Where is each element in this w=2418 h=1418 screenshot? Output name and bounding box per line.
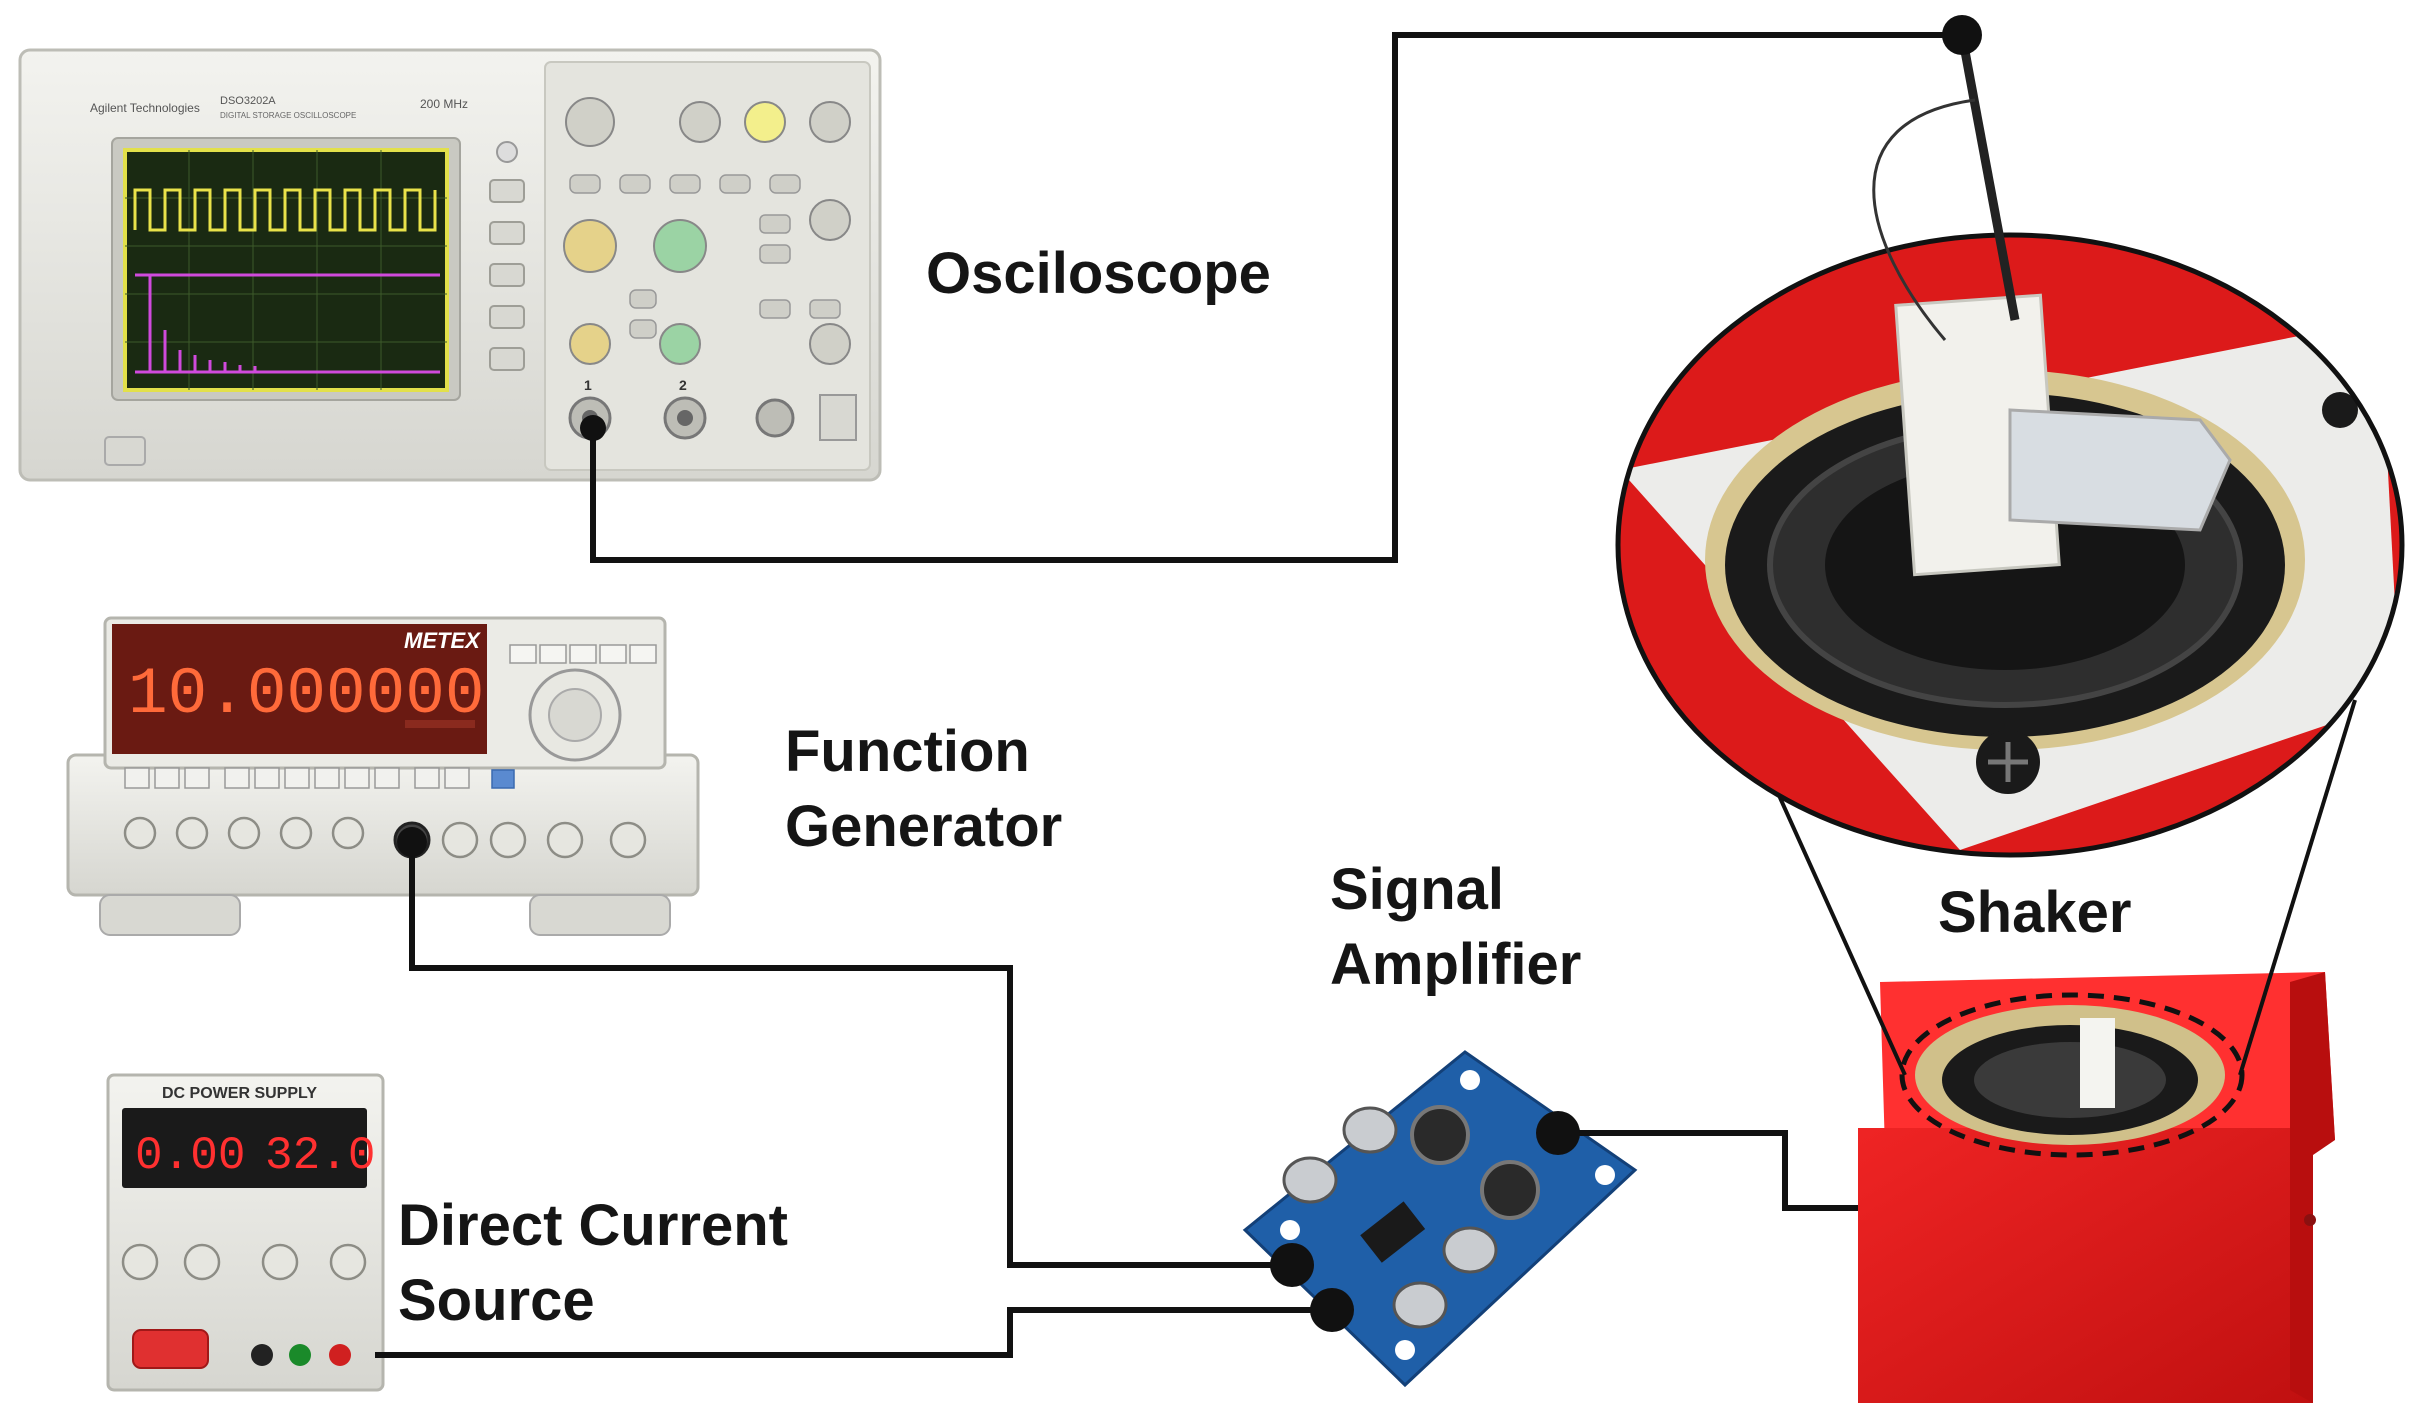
node-oscilloscope [580,415,606,441]
signal-amplifier [1242,1050,1638,1388]
function-generator-keys [124,767,470,789]
sensor-probe [1957,34,2020,321]
node-amplifier-output [1536,1111,1580,1155]
dc-power-supply: DC POWER SUPPLY 0.00 32.0 [106,1073,385,1392]
function-generator-reading: 10.000000 [128,657,484,732]
label-shaker-text: Shaker [1938,880,2132,945]
dc-supply-power-button [132,1329,209,1369]
function-generator-top-keys [509,644,657,664]
label-shaker: Shaker [1938,875,2131,950]
label-dc-source-line1: Direct Current [398,1193,788,1258]
wire-generator-to-amplifier [409,840,1292,1268]
oscilloscope-square-wave [133,188,437,232]
oscilloscope-grid [125,150,447,390]
function-generator: 10.000000 METEX [66,616,700,936]
oscilloscope-model: DSO3202A [220,95,276,107]
oscilloscope-subtitle: DIGITAL STORAGE OSCILLOSCOPE [220,111,356,120]
label-oscilloscope: Osciloscope [926,236,1271,311]
dc-supply-current: 0.00 [135,1130,245,1182]
dc-supply-display [122,1108,367,1188]
label-dc-source-line2: Source [398,1268,595,1334]
function-generator-display [112,624,487,754]
shaker [1858,972,2335,1403]
sensor-lead-wires [1872,98,1976,341]
oscilloscope: Agilent Technologies DSO3202A DIGITAL ST… [18,48,882,482]
oscilloscope-screen [123,148,449,392]
amplifier-capacitors [1282,1106,1498,1329]
zoom-connector-right [2238,699,2357,1076]
label-function-generator: Function Generator [785,714,1062,865]
amplifier-inductors [1410,1105,1540,1220]
oscilloscope-small-buttons [569,174,841,339]
label-function-generator-line2: Generator [785,794,1063,860]
wire-oscilloscope-to-probe [590,32,1962,563]
label-signal-amplifier-line1: Signal [1330,857,1505,922]
label-signal-amplifier: Signal Amplifier [1330,852,1581,1003]
dc-supply-title: DC POWER SUPPLY [162,1085,317,1102]
oscilloscope-channel-2: 2 [679,377,687,393]
oscilloscope-channel-1: 1 [584,377,592,393]
connection-wires [375,32,1962,1358]
dc-supply-knobs [121,1243,367,1281]
function-generator-brand: METEX [404,628,481,653]
label-dc-source: Direct Current Source [398,1188,788,1339]
oscilloscope-knobs [563,97,851,365]
shaker-zoom-view [1615,15,2405,858]
dc-supply-voltage: 32.0 [265,1130,375,1182]
oscilloscope-softkeys [489,179,525,371]
label-signal-amplifier-line2: Amplifier [1330,932,1582,998]
label-oscilloscope-text: Osciloscope [926,241,1271,306]
wire-nodes [397,415,1580,1332]
node-amplifier-input [1270,1243,1314,1287]
node-generator [397,827,427,857]
function-generator-knobs [123,816,647,859]
oscilloscope-bandwidth: 200 MHz [420,97,468,111]
amplifier-chip [1360,1201,1426,1263]
node-amplifier-power [1310,1288,1354,1332]
oscilloscope-spectrum-trace [135,273,440,374]
wire-amplifier-to-shaker [1558,1130,1858,1211]
wire-supply-to-amplifier [375,1307,1332,1358]
oscilloscope-brand: Agilent Technologies [90,101,200,115]
zoom-screw-right [2322,392,2358,428]
label-function-generator-line1: Function [785,719,1030,784]
